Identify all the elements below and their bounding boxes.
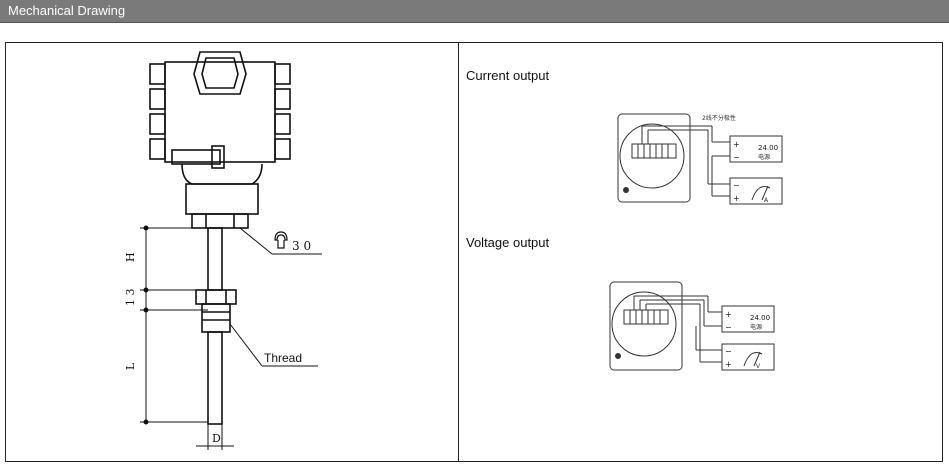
display-value-current: 24.00 (758, 144, 778, 152)
meter-symbol-voltage: V (756, 363, 761, 370)
wrench-size-label: 3 0 (292, 239, 311, 253)
supply-label-voltage: 电源 (750, 323, 762, 331)
section-header-bar: Mechanical Drawing (0, 0, 949, 23)
dim-l-label: L (124, 362, 137, 370)
svg-text:−: − (733, 153, 740, 162)
panel-divider (458, 42, 459, 462)
current-output-label: Current output (466, 68, 550, 83)
wrench-icon (274, 231, 288, 249)
cable-note: 2线不分极性 (702, 114, 736, 122)
svg-text:+: + (733, 194, 740, 203)
meter-symbol-current: A (764, 197, 769, 204)
section-title: Mechanical Drawing (8, 3, 126, 18)
dim-h-label: H (124, 252, 137, 262)
svg-text:−: − (725, 347, 732, 356)
supply-label-current: 电源 (758, 153, 770, 161)
svg-text:−: − (733, 181, 740, 190)
svg-text:+: + (733, 140, 740, 149)
voltage-output-label: Voltage output (466, 235, 550, 250)
dim-d-label: D (212, 432, 221, 445)
display-value-voltage: 24.00 (750, 314, 770, 322)
voltage-wiring-diagram: 24.00 电源 V + − − + (609, 281, 775, 371)
svg-text:−: − (725, 323, 732, 332)
mechanical-drawing: 3 0 H 1 3 L D Thread (124, 51, 322, 450)
svg-text:+: + (725, 310, 732, 319)
svg-text:+: + (725, 360, 732, 369)
dim-13-label: 1 3 (124, 289, 137, 307)
current-wiring-diagram: 2线不分极性 24.00 电源 A + − − + (617, 113, 783, 205)
drawing-frame (5, 42, 943, 462)
thread-label: Thread (264, 351, 302, 365)
